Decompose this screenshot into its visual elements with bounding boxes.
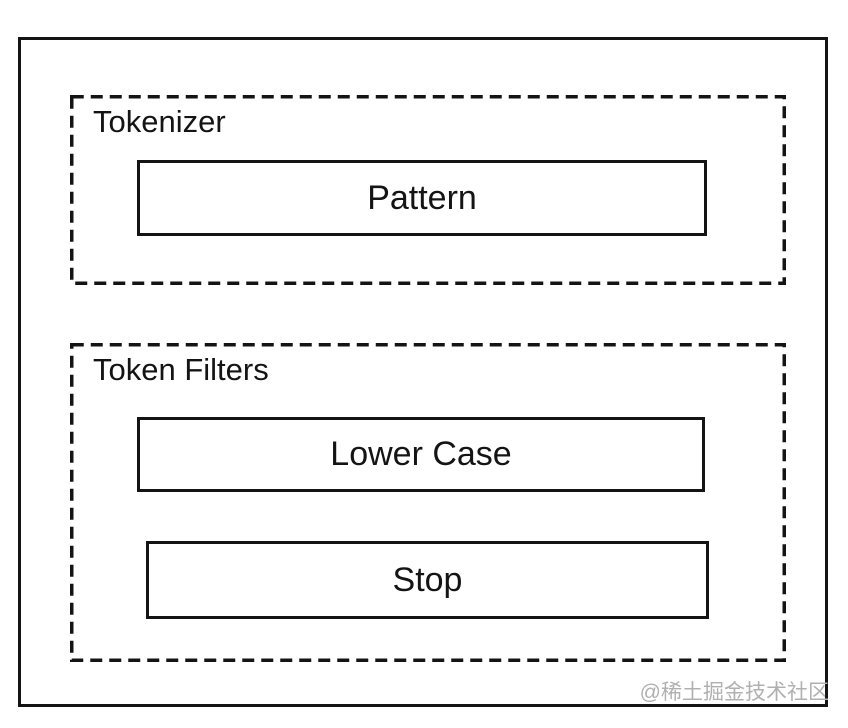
token-filters-group-label: Token Filters (93, 352, 269, 387)
stop-filter-node: Stop (146, 541, 709, 619)
pattern-tokenizer-node-label: Pattern (367, 178, 477, 217)
lowercase-filter-node: Lower Case (137, 417, 705, 492)
analyzer-outer-box (18, 37, 828, 707)
watermark: @稀土掘金技术社区 (639, 681, 829, 704)
tokenizer-group: Tokenizer Pattern (70, 95, 786, 285)
tokenizer-group-label: Tokenizer (93, 104, 226, 139)
stop-filter-node-label: Stop (392, 560, 463, 599)
pattern-tokenizer-node: Pattern (137, 160, 707, 236)
tokenizer-group-dashed-border (70, 95, 786, 285)
token-filters-group: Token Filters Lower Case Stop (70, 343, 786, 662)
lowercase-filter-node-label: Lower Case (330, 435, 512, 473)
